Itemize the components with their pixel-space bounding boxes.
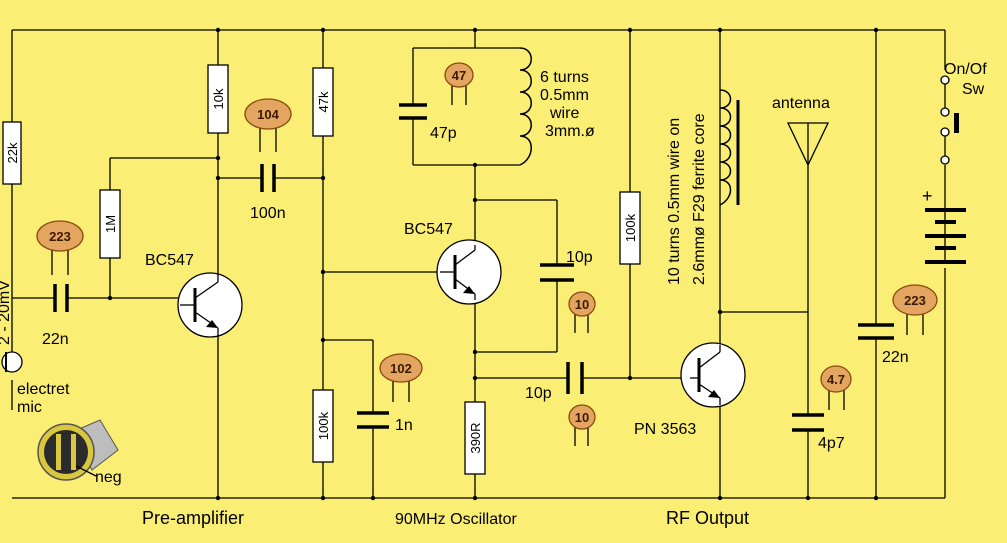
cap-10p-feedback-label: 10p [566, 249, 593, 266]
transistor-q3 [680, 342, 746, 408]
cap-22n-input-label: 22n [42, 331, 69, 348]
battery-icon [925, 208, 966, 264]
ceramic-cap-223-right: 223 [892, 284, 938, 335]
ceramic-cap-104-code: 104 [257, 107, 279, 122]
ceramic-cap-102: 102 [379, 353, 423, 402]
ceramic-cap-104: 104 [244, 98, 292, 152]
resistor-47k-label: 47k [316, 91, 331, 112]
antenna-coil-label-line2: 2.6mmø F29 ferrite core [691, 113, 708, 285]
resistor-390r-label: 390R [468, 422, 483, 453]
resistor-100k-bias-label: 100k [316, 411, 331, 440]
coil-label-line1: 6 turns [540, 69, 589, 86]
ceramic-cap-47-code: 47 [452, 68, 466, 83]
switch-label-line2: Sw [962, 81, 985, 98]
transistor-q3-label: PN 3563 [634, 421, 696, 438]
battery-plus-label: + [922, 186, 933, 206]
section-oscillator-label: 90MHz Oscillator [395, 511, 517, 528]
switch-label-line1: On/Of [944, 61, 987, 78]
mic-label-1: electret [17, 381, 70, 398]
cap-4p7-label: 4p7 [818, 435, 845, 452]
resistor-1m-label: 1M [103, 215, 118, 233]
ceramic-cap-4-7-code: 4.7 [827, 372, 845, 387]
resistor-390r: 390R [464, 401, 486, 475]
capacitor-symbols [53, 103, 894, 432]
antenna-icon [786, 122, 830, 167]
antenna-coil-label-line1: 10 turns 0.5mm wire on [666, 118, 683, 285]
ceramic-cap-10-feedback: 10 [568, 291, 596, 333]
resistor-22k: 22k [2, 121, 22, 185]
coil-label-line3: wire [549, 105, 579, 122]
resistor-10k-label: 10k [211, 88, 226, 109]
ceramic-cap-10-feedback-code: 10 [575, 297, 589, 312]
cap-100n-label: 100n [250, 205, 286, 222]
ceramic-cap-102-code: 102 [390, 361, 412, 376]
mic-neg-label: neg [95, 469, 122, 486]
antenna-coil [719, 89, 740, 206]
ceramic-cap-223-left-code: 223 [49, 229, 71, 244]
ceramic-cap-223-right-code: 223 [904, 293, 926, 308]
cap-47p-label: 47p [430, 125, 457, 142]
resistor-1m: 1M [99, 189, 121, 259]
antenna-label: antenna [772, 95, 830, 112]
cap-1n-label: 1n [395, 417, 413, 434]
resistor-100k-bias: 100k [312, 389, 334, 463]
ceramic-cap-47: 47 [444, 62, 474, 105]
transistor-q2-label: BC547 [404, 221, 453, 238]
resistor-100k-rf: 100k [619, 191, 641, 265]
mic-signal-label: 2 - 20mV [0, 280, 13, 345]
oscillator-coil [519, 47, 532, 166]
mic-label-2: mic [17, 399, 42, 416]
transistor-q1 [177, 270, 243, 340]
resistor-22k-label: 22k [5, 142, 20, 163]
transistor-q2 [436, 239, 502, 305]
ceramic-cap-4-7: 4.7 [820, 365, 852, 410]
cap-10p-coupling-label: 10p [525, 385, 552, 402]
mic-symbol-icon [1, 345, 23, 373]
section-preamp-label: Pre-amplifier [142, 508, 244, 528]
resistor-100k-rf-label: 100k [623, 213, 638, 242]
switch-icon [940, 75, 959, 165]
section-rf-output-label: RF Output [666, 508, 749, 528]
cap-22n-supply-label: 22n [882, 349, 909, 366]
junctions [107, 27, 879, 501]
resistor-10k: 10k [207, 64, 229, 134]
ceramic-cap-10-coupling-code: 10 [575, 410, 589, 425]
resistor-47k: 47k [312, 67, 334, 137]
coil-label-line2: 0.5mm [540, 87, 589, 104]
ceramic-cap-10-coupling: 10 [568, 404, 596, 446]
transistor-q1-label: BC547 [145, 252, 194, 269]
electret-mic-icon [37, 419, 119, 481]
wires [11, 29, 946, 499]
ceramic-cap-223-left: 223 [36, 220, 84, 275]
coil-label-line4: 3mm.ø [545, 123, 595, 140]
